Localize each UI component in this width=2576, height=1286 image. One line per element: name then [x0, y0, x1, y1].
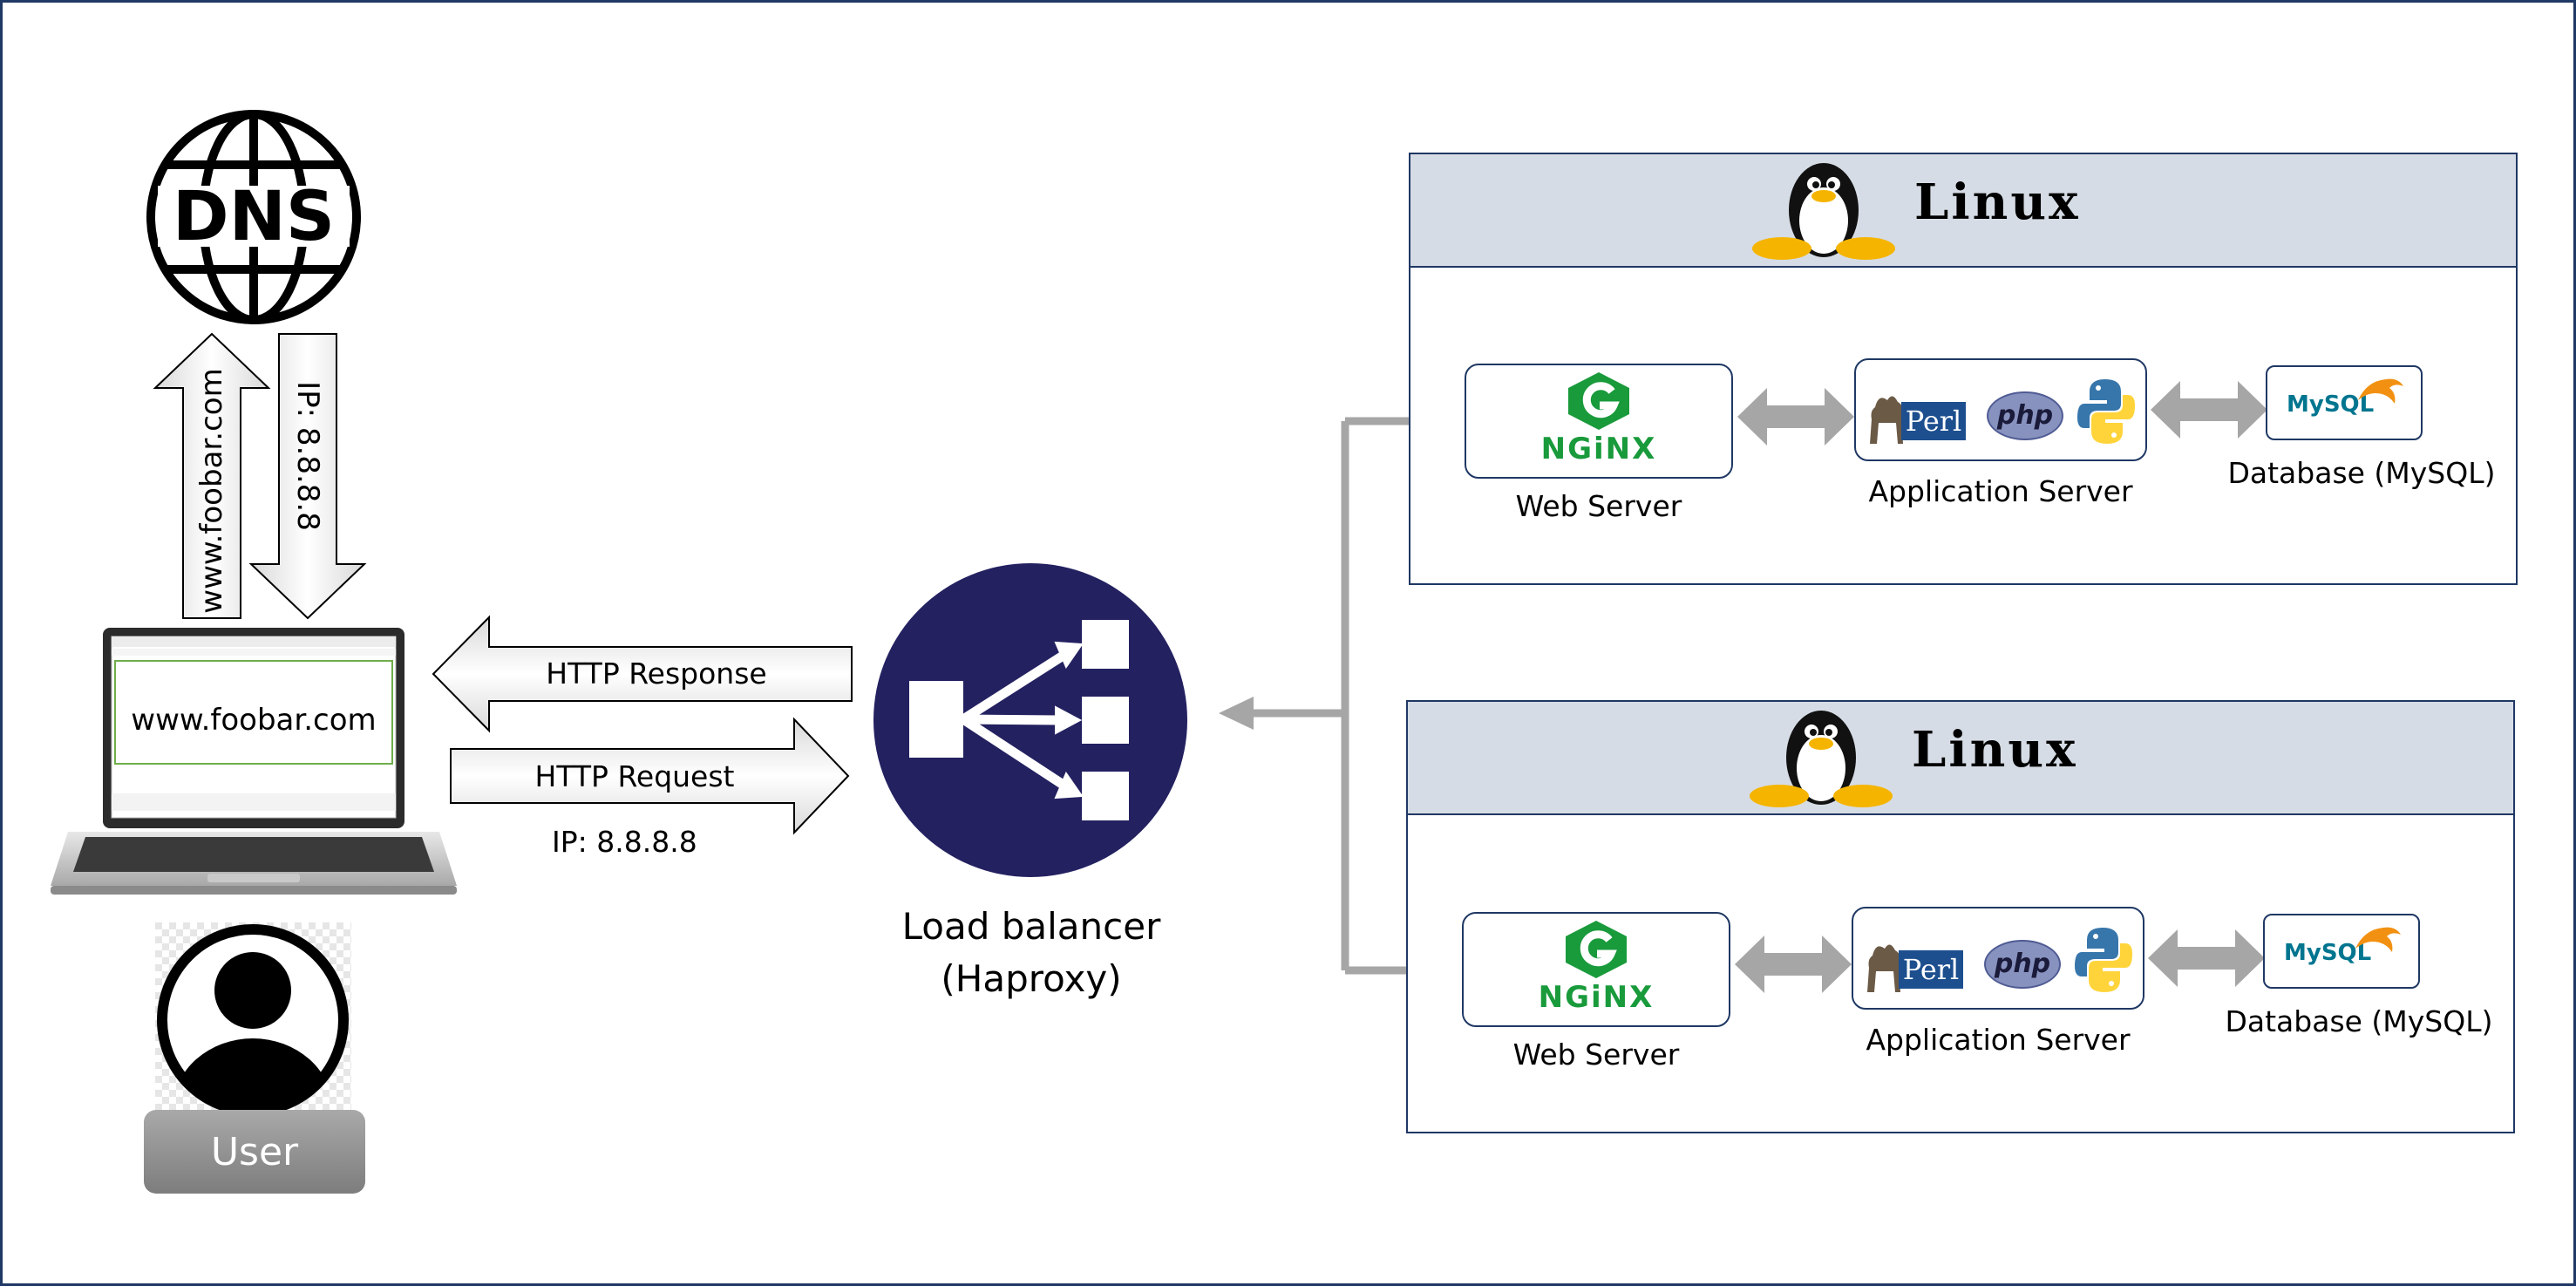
dns-globe-icon	[146, 110, 361, 324]
laptop-icon	[51, 628, 457, 895]
web-server-label-2: Web Server	[1512, 1038, 1680, 1072]
php-logo: php	[1987, 391, 2063, 440]
linux-penguin-icon	[1750, 711, 1893, 807]
dns-query-label: www.foobar.com	[194, 368, 229, 614]
nginx-logo-icon	[1566, 921, 1627, 978]
http-response-label: HTTP Response	[546, 657, 767, 691]
http-request-label: HTTP Request	[534, 759, 735, 793]
perl-camel-icon	[1867, 944, 1900, 992]
bidirectional-arrow	[2151, 381, 2267, 439]
mysql-logo-text: MySQL	[2287, 391, 2375, 418]
load-balancer-label: Load balancer (Haproxy)	[874, 901, 1188, 1005]
python-logo-icon	[2075, 928, 2132, 992]
mysql-logo-text: MySQL	[2284, 940, 2372, 966]
bidirectional-arrow	[2148, 929, 2265, 987]
database-label-2: Database (MySQL)	[2225, 1004, 2493, 1038]
dns-query-arrow	[153, 332, 271, 619]
perl-logo: Perl	[1899, 950, 1963, 989]
nginx-logo-text: NGiNX	[1538, 980, 1655, 1015]
linux-header-2	[1408, 702, 2513, 815]
http-response-arrow	[432, 615, 853, 733]
linux-penguin-icon	[1752, 163, 1895, 260]
database-label-1: Database (MySQL)	[2227, 456, 2496, 490]
bidirectional-arrow	[1737, 388, 1854, 446]
app-server-label-2: Application Server	[1866, 1023, 2131, 1057]
web-server-label-1: Web Server	[1515, 489, 1682, 523]
dns-label: DNS	[172, 178, 336, 256]
perl-camel-icon	[1870, 396, 1903, 444]
linux-header-1	[1410, 154, 2516, 268]
linux-title-1: Linux	[1914, 174, 2081, 231]
http-ip-label: IP: 8.8.8.8	[552, 825, 697, 859]
linux-title-2: Linux	[1912, 721, 2078, 779]
python-logo-icon	[2077, 379, 2135, 444]
user-avatar-icon	[155, 922, 351, 1119]
nginx-logo-text: NGiNX	[1540, 432, 1657, 466]
http-request-arrow	[450, 717, 850, 835]
dns-answer-arrow	[248, 333, 367, 620]
user-label: User	[144, 1110, 365, 1194]
load-balancer-icon	[873, 563, 1187, 877]
laptop-screen-text: www.foobar.com	[131, 703, 377, 738]
mysql-dolphin-icon	[2358, 378, 2403, 404]
perl-logo: Perl	[1901, 402, 1966, 440]
mysql-dolphin-icon	[2355, 927, 2401, 952]
php-logo: php	[1984, 940, 2061, 989]
app-server-label-1: Application Server	[1868, 474, 2133, 508]
bidirectional-arrow	[1735, 936, 1852, 993]
load-balancer-title: Load balancer	[901, 905, 1161, 948]
load-balancer-subtitle: (Haproxy)	[941, 957, 1122, 1000]
database-1	[2266, 365, 2423, 440]
database-2	[2263, 914, 2420, 989]
dns-answer-label: IP: 8.8.8.8	[290, 381, 325, 531]
nginx-logo-icon	[1568, 372, 1629, 430]
